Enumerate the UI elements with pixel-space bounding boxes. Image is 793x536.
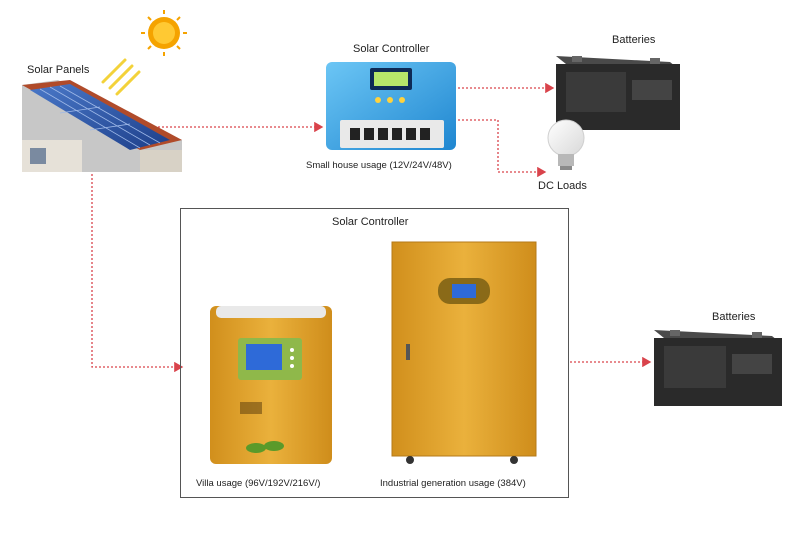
villa-usage-label: Villa usage (96V/192V/216V/)	[196, 478, 321, 489]
solar-panel-house-image	[22, 80, 182, 172]
light-bulb-image	[547, 119, 585, 170]
industrial-cabinet-image	[391, 241, 537, 464]
controller-box-label: Solar Controller	[332, 216, 409, 228]
villa-controller-image	[210, 306, 332, 464]
battery-right-image	[654, 330, 782, 406]
battery-top-image	[556, 56, 680, 130]
solar-panels-label: Solar Panels	[27, 64, 90, 76]
controller-top-label: Solar Controller	[353, 43, 430, 55]
small-solar-controller-image	[326, 62, 456, 150]
dc-loads-label: DC Loads	[538, 180, 587, 192]
connector-lines	[91, 82, 652, 373]
industrial-usage-label: Industrial generation usage (384V)	[380, 478, 526, 489]
batteries-right-label: Batteries	[712, 311, 756, 323]
large-controllers-frame	[180, 208, 569, 498]
batteries-top-label: Batteries	[612, 34, 656, 46]
small-house-usage-label: Small house usage (12V/24V/48V)	[306, 160, 452, 171]
sunlight-rays	[101, 58, 141, 96]
sun-icon	[141, 10, 187, 56]
